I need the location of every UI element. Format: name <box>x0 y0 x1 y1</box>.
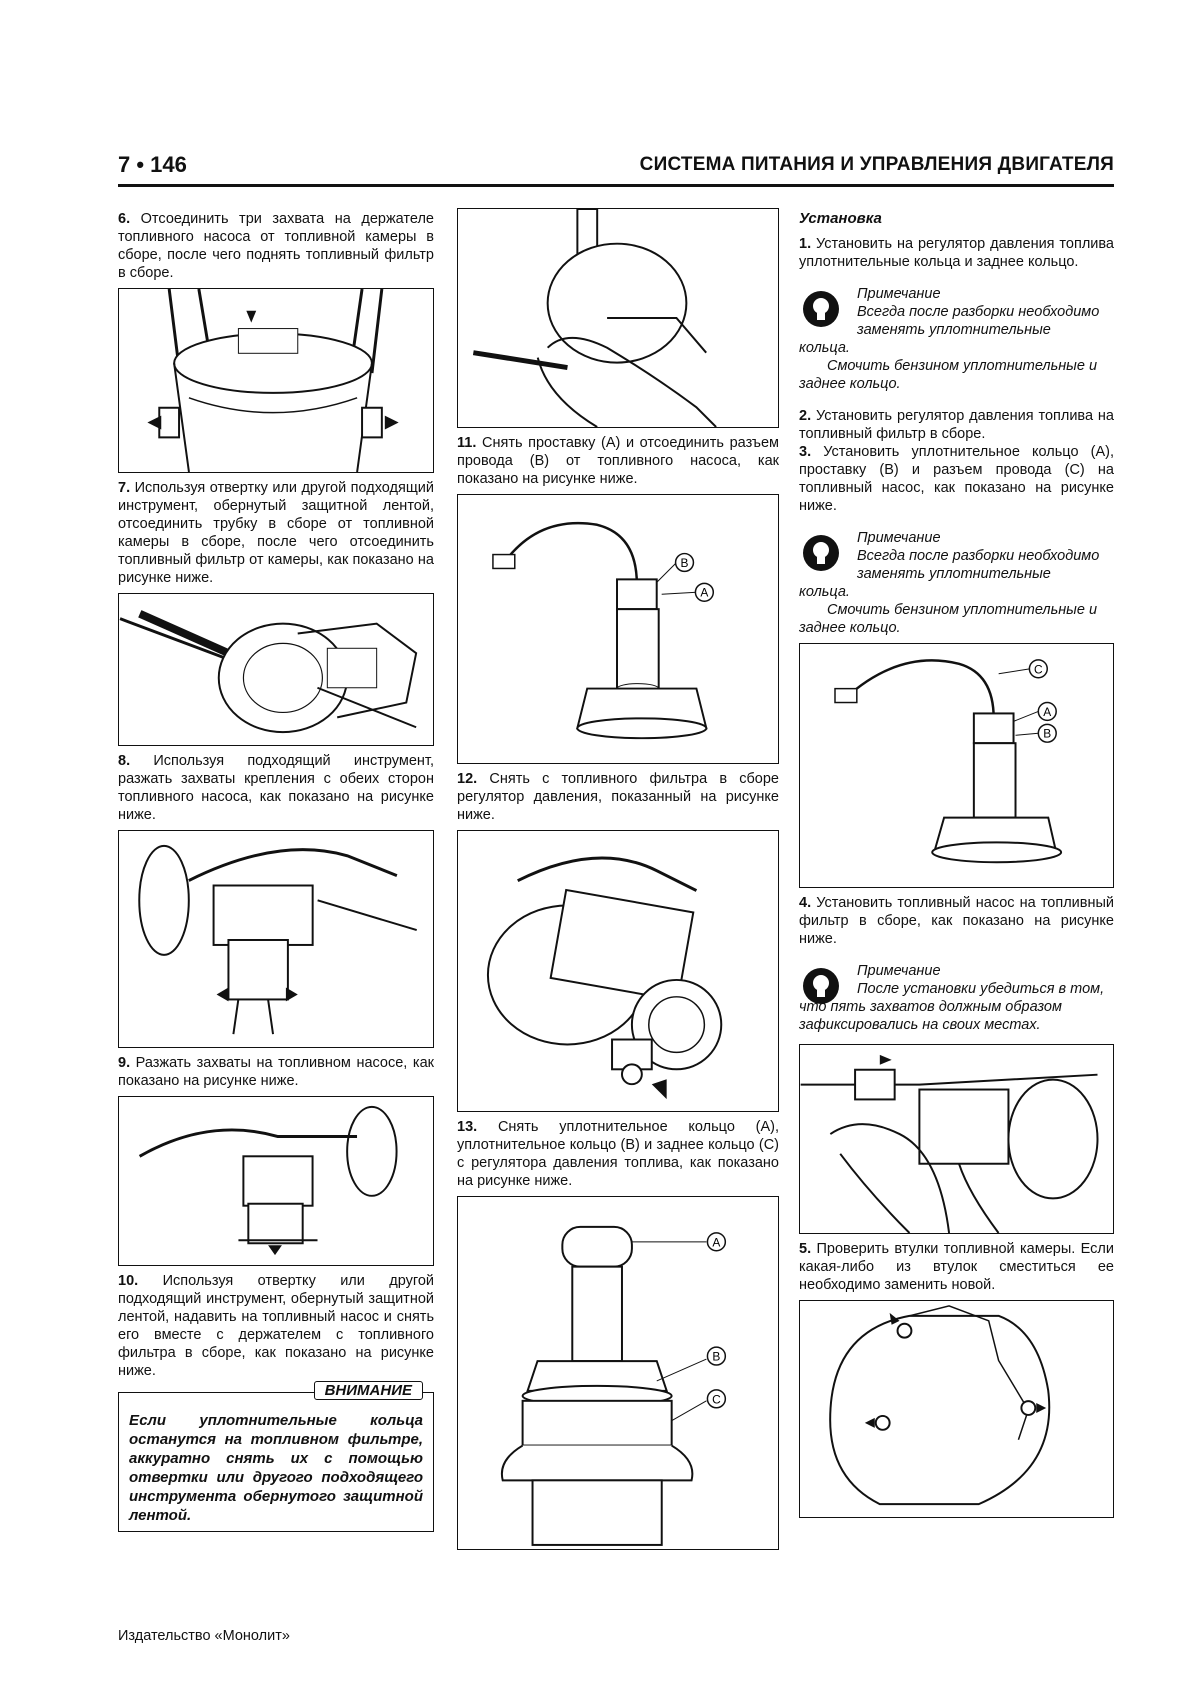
hand-connector-illustration <box>472 209 717 427</box>
label-c: C <box>712 1392 721 1406</box>
label-a: A <box>712 1235 720 1249</box>
figure-hand-connector <box>457 208 779 428</box>
column-left: 6. Отсоединить три захвата на держателе … <box>118 210 434 1532</box>
page-header: 7 • 146 СИСТЕМА ПИТАНИЯ И УПРАВЛЕНИЯ ДВИ… <box>118 150 1114 187</box>
pump-connector-cab-illustration: C A B <box>834 659 1063 864</box>
figure-fuel-filter-clips <box>118 288 434 473</box>
label-b: B <box>681 556 689 570</box>
screwdriver-tube-illustration <box>119 610 418 734</box>
step-5: 5. Проверить втулки топливной камеры. Ес… <box>799 1241 1114 1293</box>
step-8: 8. Используя подходящий инструмент, разж… <box>118 753 434 823</box>
lightbulb-icon <box>803 535 839 571</box>
step-10: 10. Используя отвертку или другой подход… <box>118 1273 435 1379</box>
warning-label: ВНИМАНИЕ <box>313 1381 423 1400</box>
note-3: Примечание После установки убедиться в т… <box>799 963 1105 1033</box>
figure-fuel-chamber-bushings <box>799 1300 1114 1518</box>
footer-publisher: Издательство «Монолит» <box>118 1628 290 1644</box>
step-1: 1. Установить на регулятор давления топл… <box>799 236 1114 270</box>
fuel-chamber-bushings-illustration <box>829 1305 1051 1506</box>
step-3: 3. Установить уплотнительное кольцо (A),… <box>799 444 1115 514</box>
pump-connector-ab-illustration: B A <box>492 521 715 740</box>
page-number: 7 • 146 <box>118 152 187 177</box>
label-a: A <box>700 586 708 600</box>
section-title-installation: Установка <box>799 210 882 227</box>
step-12: 12. Снять с топливного фильтра в сборе р… <box>457 771 779 823</box>
note-2: Примечание Всегда после разборки необход… <box>799 530 1100 636</box>
column-right: Установка 1. Установить на регулятор дав… <box>799 210 1114 1518</box>
figure-pump-install-hands <box>799 1044 1114 1234</box>
lightbulb-icon <box>803 291 839 327</box>
figure-regulator-rings: A B C <box>457 1196 779 1550</box>
figure-screwdriver-tube <box>118 593 434 746</box>
step-13: 13. Снять уплотнительное кольцо (A), упл… <box>457 1119 780 1189</box>
lightbulb-icon <box>803 968 839 1004</box>
page-title: СИСТЕМА ПИТАНИЯ И УПРАВЛЕНИЯ ДВИГАТЕЛЯ <box>639 154 1114 175</box>
note-1: Примечание Всегда после разборки необход… <box>799 286 1100 392</box>
pump-release-illustration <box>138 1105 398 1256</box>
step-6: 6. Отсоединить три захвата на держателе … <box>118 211 435 281</box>
step-4: 4. Установить топливный насос на топливн… <box>799 895 1115 947</box>
step-2: 2. Установить регулятор давления топлива… <box>799 408 1114 442</box>
label-b: B <box>712 1350 720 1364</box>
figure-pressure-regulator <box>457 830 779 1112</box>
pump-clips-illustration <box>138 844 417 1035</box>
label-a: A <box>1043 705 1051 719</box>
figure-pump-release <box>118 1096 434 1266</box>
step-9: 9. Разжать захваты на топливном насосе, … <box>118 1055 434 1089</box>
regulator-rings-illustration: A B C <box>500 1225 727 1546</box>
label-b: B <box>1043 727 1051 741</box>
pump-install-hands-illustration <box>800 1054 1099 1233</box>
warning-box: ВНИМАНИЕ Если уплотнительные кольца оста… <box>118 1381 434 1532</box>
pressure-regulator-illustration <box>486 856 723 1100</box>
fuel-filter-clips-illustration <box>147 289 399 472</box>
figure-pump-connector-cab: C A B <box>799 643 1114 888</box>
label-c: C <box>1034 662 1043 676</box>
column-middle: 11. Снять проставку (A) и отсоединить ра… <box>457 208 779 1550</box>
figure-pump-connector-ab: B A <box>457 494 779 764</box>
figure-pump-clips <box>118 830 434 1048</box>
step-7: 7. Используя отвертку или другой подходя… <box>118 480 434 586</box>
warning-text: Если уплотнительные кольца останутся на … <box>129 1412 423 1524</box>
step-11: 11. Снять проставку (A) и отсоединить ра… <box>457 435 779 487</box>
